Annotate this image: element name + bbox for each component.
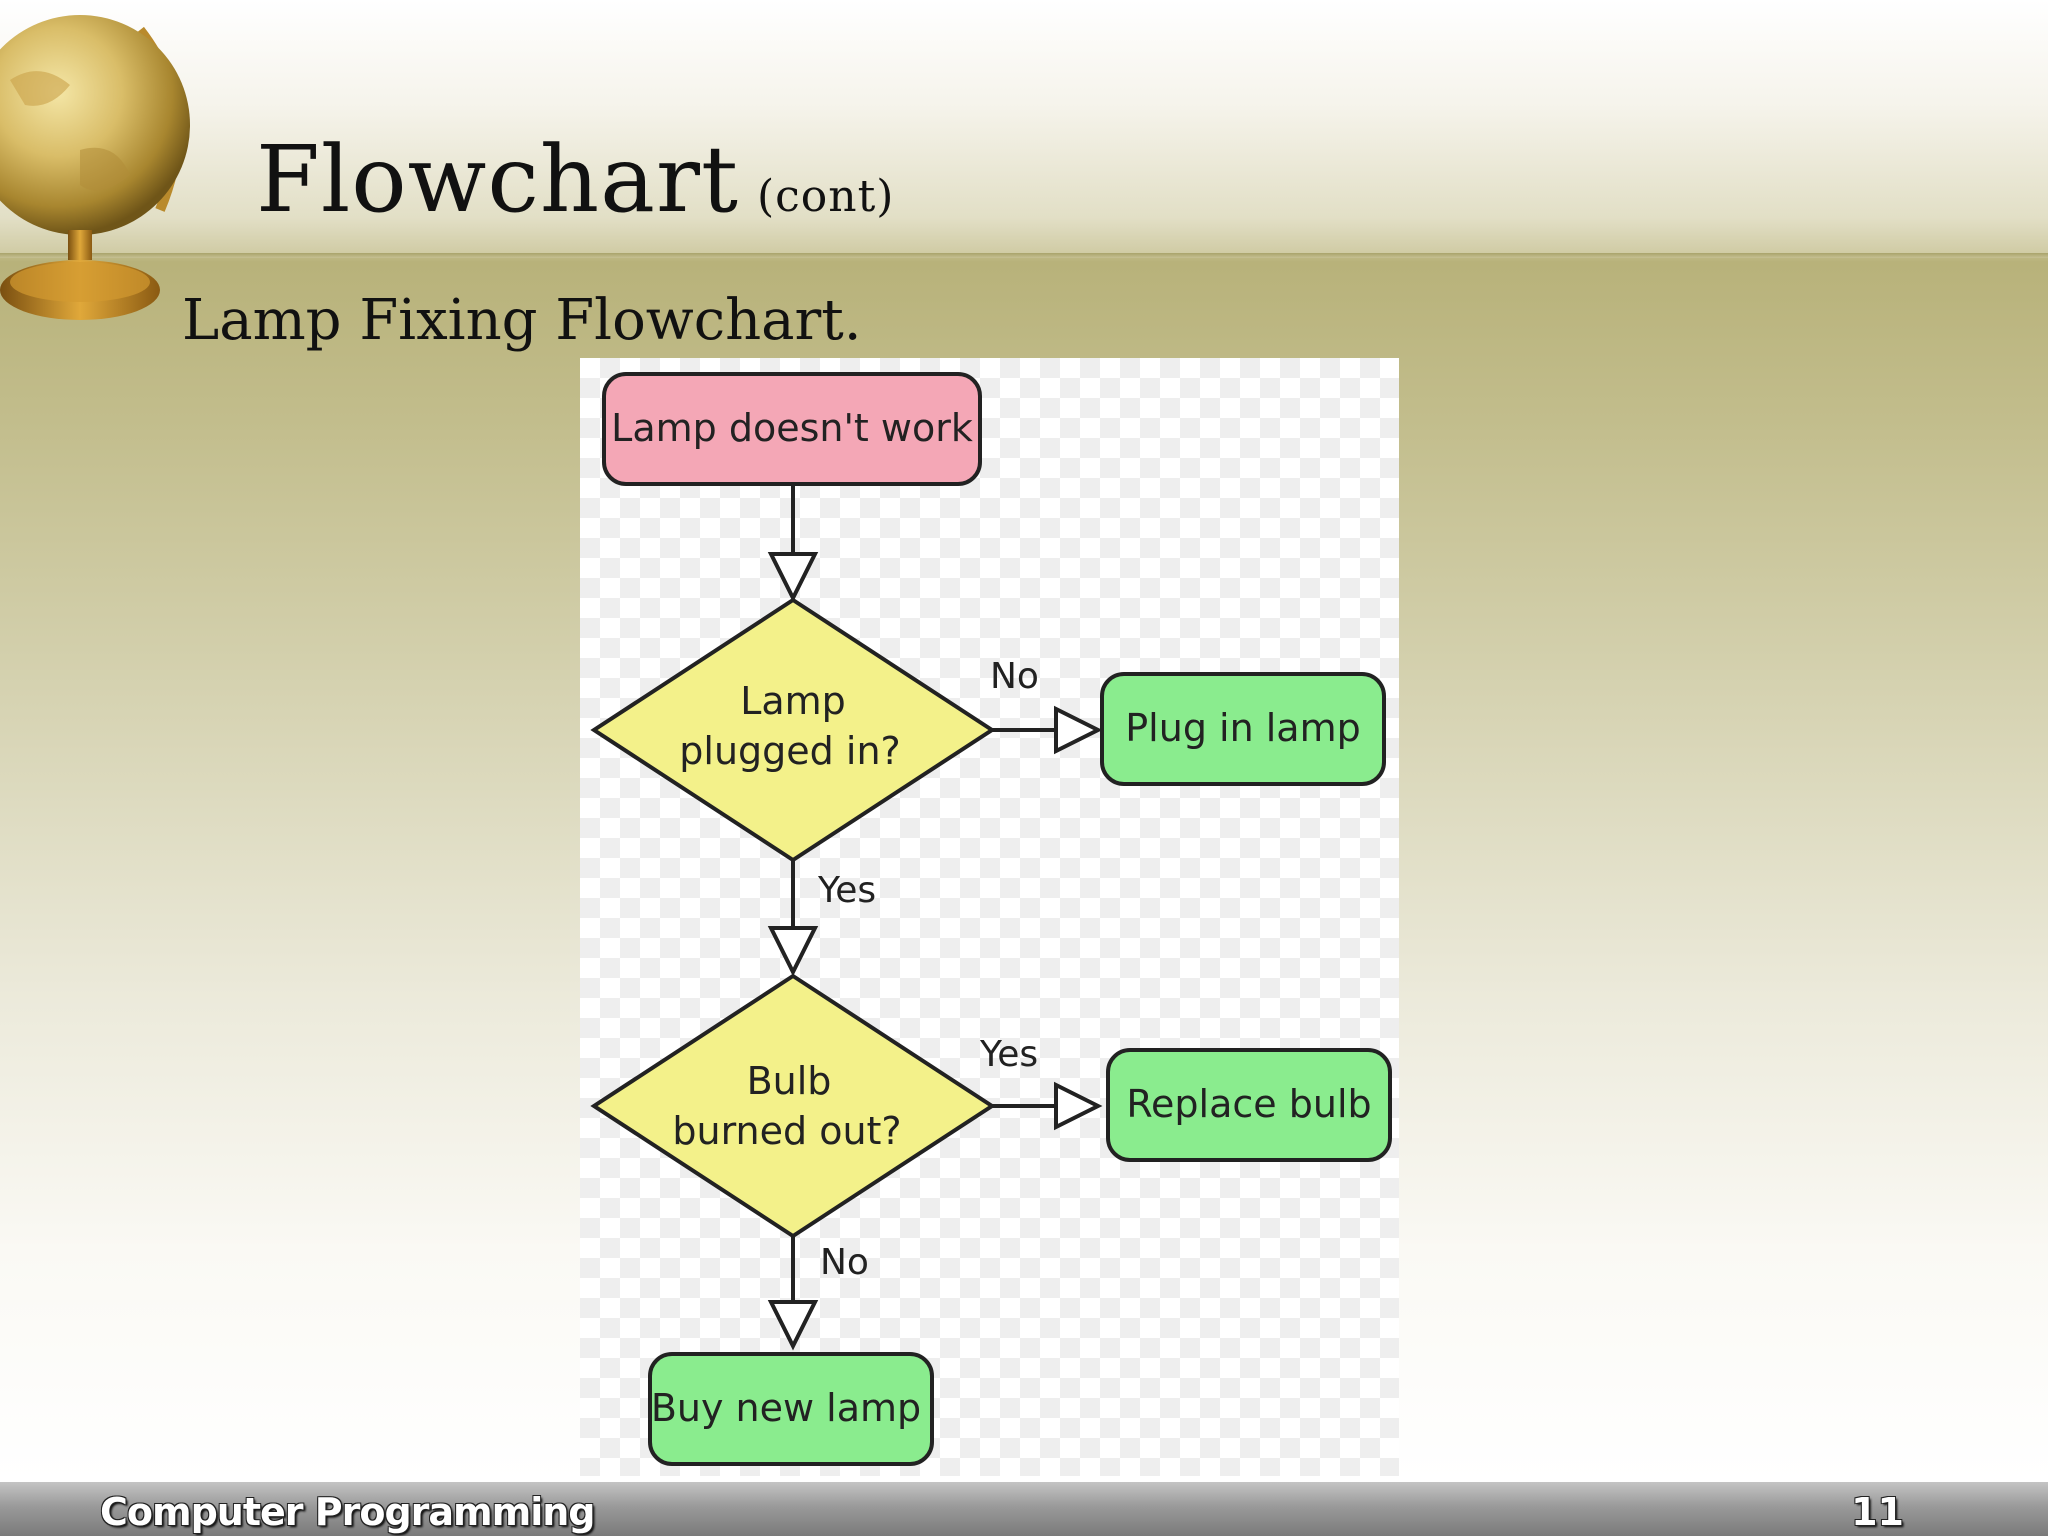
edge-bulb-to-replace: Yes: [979, 1034, 1103, 1131]
node-replace-bulb: Replace bulb: [1106, 1048, 1392, 1162]
node-buy-new-lamp: Buy new lamp: [648, 1352, 934, 1466]
edge-start-to-plugged: [767, 484, 819, 603]
edge-label-yes: Yes: [817, 870, 876, 911]
slide-title-main: Flowchart: [256, 126, 739, 233]
node-label: burned out?: [672, 1109, 901, 1153]
edge-label-no: No: [820, 1242, 869, 1283]
edge-label-no: No: [990, 656, 1039, 697]
footer-course-title: Computer Programming: [100, 1490, 596, 1534]
header-divider: [0, 253, 2048, 258]
node-plug-in-lamp: Plug in lamp: [1100, 672, 1386, 786]
node-label: Lamp: [740, 679, 846, 723]
page-number: 11: [1851, 1490, 1904, 1534]
node-label: Replace bulb: [1126, 1082, 1371, 1126]
flowchart-diagram: No Yes Yes No Lamp doesn't work Lamp plu…: [580, 358, 1399, 1476]
edge-plugged-to-plug: No: [990, 656, 1103, 755]
edge-bulb-to-buy: No: [767, 1236, 869, 1351]
header-band: [0, 0, 2048, 256]
edge-plugged-to-bulb: Yes: [767, 860, 876, 977]
node-label: plugged in?: [679, 729, 900, 773]
node-label: Bulb: [747, 1059, 832, 1103]
node-lamp-doesnt-work: Lamp doesn't work: [602, 372, 982, 486]
node-label: Plug in lamp: [1125, 706, 1360, 750]
slide-title-suffix: (cont): [756, 171, 895, 222]
edge-label-yes: Yes: [979, 1034, 1038, 1075]
slide-title: Flowchart (cont): [256, 126, 894, 233]
footer-bar: Computer Programming 11: [0, 1482, 2048, 1536]
node-label: Buy new lamp: [651, 1386, 921, 1430]
node-bulb-burned-out: Bulb burned out?: [590, 973, 996, 1239]
globe-icon: [0, 15, 190, 320]
node-label: Lamp doesn't work: [611, 406, 973, 450]
slide-subtitle: Lamp Fixing Flowchart.: [182, 288, 862, 353]
node-lamp-plugged-in: Lamp plugged in?: [590, 597, 996, 863]
flowchart-svg: No Yes Yes No Lamp doesn't work Lamp plu…: [590, 372, 1392, 1466]
